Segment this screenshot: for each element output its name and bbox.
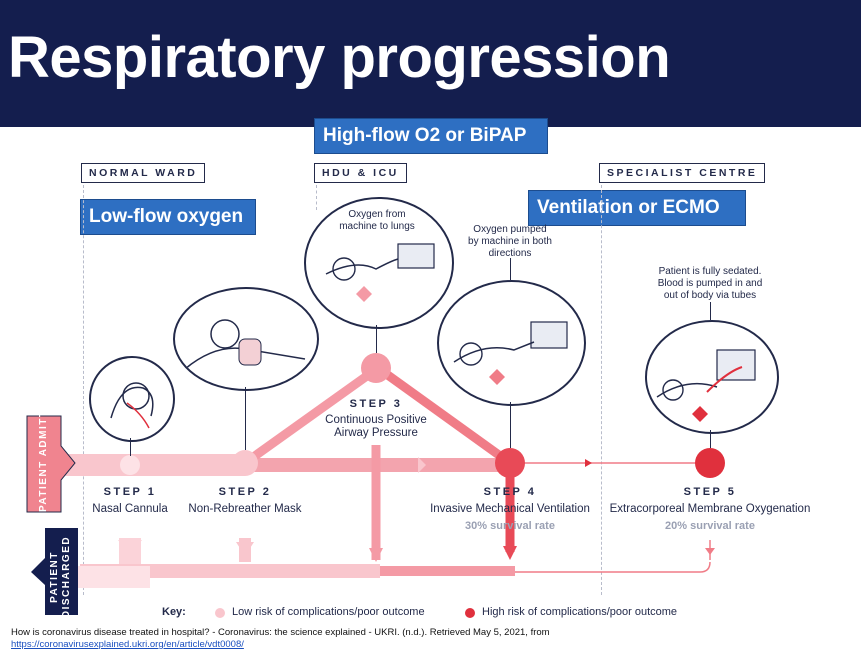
patient-discharged-tag	[31, 528, 78, 615]
step4-label: STEP 4 Invasive Mechanical Ventilation 3…	[430, 486, 590, 532]
discharge-line-high	[515, 561, 711, 573]
citation: How is coronavirus disease treated in ho…	[11, 627, 550, 651]
arrow-head	[585, 459, 592, 467]
step3-label: STEP 3 Continuous Positive Airway Pressu…	[325, 398, 427, 439]
step5-desc-stem	[710, 302, 711, 320]
key-low-dot	[215, 608, 225, 618]
non-rebreather-illustration	[173, 287, 319, 391]
branch-to-step3	[242, 364, 381, 467]
arrow-head	[705, 548, 715, 555]
branch-to-step4	[375, 364, 513, 467]
callout-ventilation: Ventilation or ECMO	[528, 190, 746, 226]
divider-specialist	[601, 185, 602, 595]
patient-admitted-label: PATIENT ADMITTED	[38, 392, 49, 512]
arrow-head	[503, 546, 517, 560]
step1-label: STEP 1 Nasal Cannula	[92, 486, 168, 515]
step5-node	[695, 448, 725, 478]
key-high-dot	[465, 608, 475, 618]
step1-stem	[130, 438, 131, 456]
step2-stem	[245, 387, 246, 450]
citation-text: How is coronavirus disease treated in ho…	[11, 627, 550, 638]
step2-node	[232, 450, 258, 476]
section-specialist: SPECIALIST CENTRE	[599, 163, 766, 183]
arrow-head	[236, 542, 254, 556]
discharge-band-start	[60, 566, 150, 588]
step4-desc-stem	[510, 258, 511, 280]
ventilation-illustration	[437, 280, 586, 406]
section-normal-ward: NORMAL WARD	[81, 163, 206, 183]
callout-high-flow: High-flow O2 or BiPAP	[314, 118, 548, 154]
arrow-head	[418, 457, 426, 473]
ecmo-illustration	[645, 320, 779, 434]
divider-normal-ward	[83, 185, 84, 595]
step3-node	[361, 353, 391, 383]
key-low-label: Low risk of complications/poor outcome	[232, 606, 425, 618]
step3-stem	[376, 325, 377, 353]
citation-link[interactable]: https://coronavirusexplained.ukri.org/en…	[11, 639, 244, 650]
step5-description: Patient is fully sedated.Blood is pumped…	[657, 266, 763, 301]
key-high-label: High risk of complications/poor outcome	[482, 606, 678, 618]
section-hdu-icu: HDU & ICU	[314, 163, 407, 183]
cpap-illustration	[304, 197, 454, 329]
patient-admitted-tag	[26, 415, 76, 513]
header-banner: Respiratory progression	[0, 0, 861, 127]
step4-stem	[510, 402, 511, 448]
divider-hdu-icu	[316, 185, 317, 210]
callout-low-flow: Low-flow oxygen	[80, 199, 256, 235]
discharge-band-low	[80, 564, 380, 578]
key-title: Key:	[162, 606, 186, 618]
discharge-band-mid	[380, 566, 515, 576]
arrow-head	[118, 540, 142, 556]
patient-discharged-label: PATIENT DISCHARGED	[49, 535, 72, 619]
step5-stem	[710, 430, 711, 448]
step2-label: STEP 2 Non-Rebreather Mask	[188, 486, 302, 515]
step5-label: STEP 5 Extracorporeal Membrane Oxygenati…	[609, 486, 811, 532]
admitted-flow-band	[60, 454, 245, 476]
step4-node	[495, 448, 525, 478]
nasal-cannula-illustration	[89, 356, 175, 442]
step1-node	[120, 455, 140, 475]
page-title: Respiratory progression	[8, 25, 671, 90]
arrow-head	[369, 548, 383, 562]
